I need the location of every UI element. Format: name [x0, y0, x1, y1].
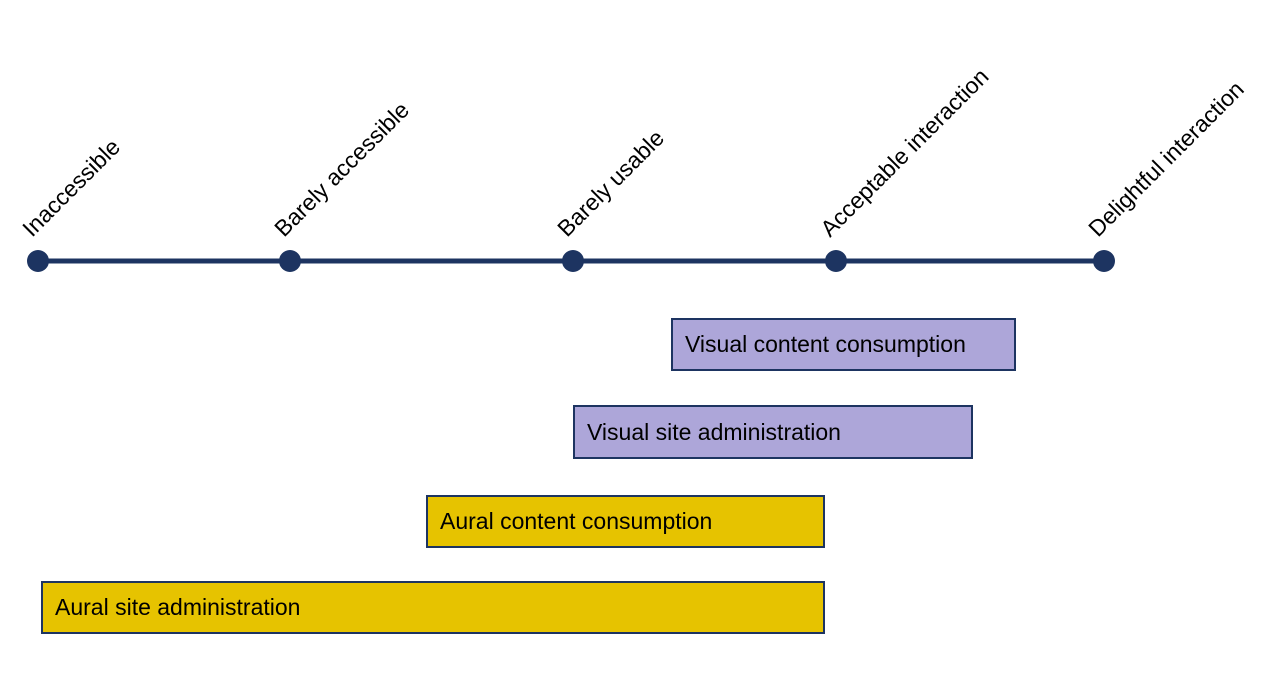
bar-aural-site-administration: Aural site administration: [41, 581, 825, 634]
bar-visual-site-administration: Visual site administration: [573, 405, 973, 459]
bar-aural-content-consumption: Aural content consumption: [426, 495, 825, 548]
stage-dot-barely-accessible: [279, 250, 301, 272]
stage-label-inaccessible: Inaccessible: [17, 134, 125, 242]
scale-stages: Inaccessible Barely accessible Barely usab…: [17, 63, 1249, 272]
stage-dot-inaccessible: [27, 250, 49, 272]
stage-dot-acceptable-interaction: [825, 250, 847, 272]
stage-label-acceptable-interaction: Acceptable interaction: [815, 63, 993, 241]
stage-label-barely-accessible: Barely accessible: [269, 97, 414, 242]
stage-label-delightful-interaction: Delightful interaction: [1083, 76, 1249, 242]
bar-visual-content-consumption: Visual content consumption: [671, 318, 1016, 371]
stage-dot-delightful-interaction: [1093, 250, 1115, 272]
stage-dot-barely-usable: [562, 250, 584, 272]
stage-label-barely-usable: Barely usable: [552, 125, 669, 242]
